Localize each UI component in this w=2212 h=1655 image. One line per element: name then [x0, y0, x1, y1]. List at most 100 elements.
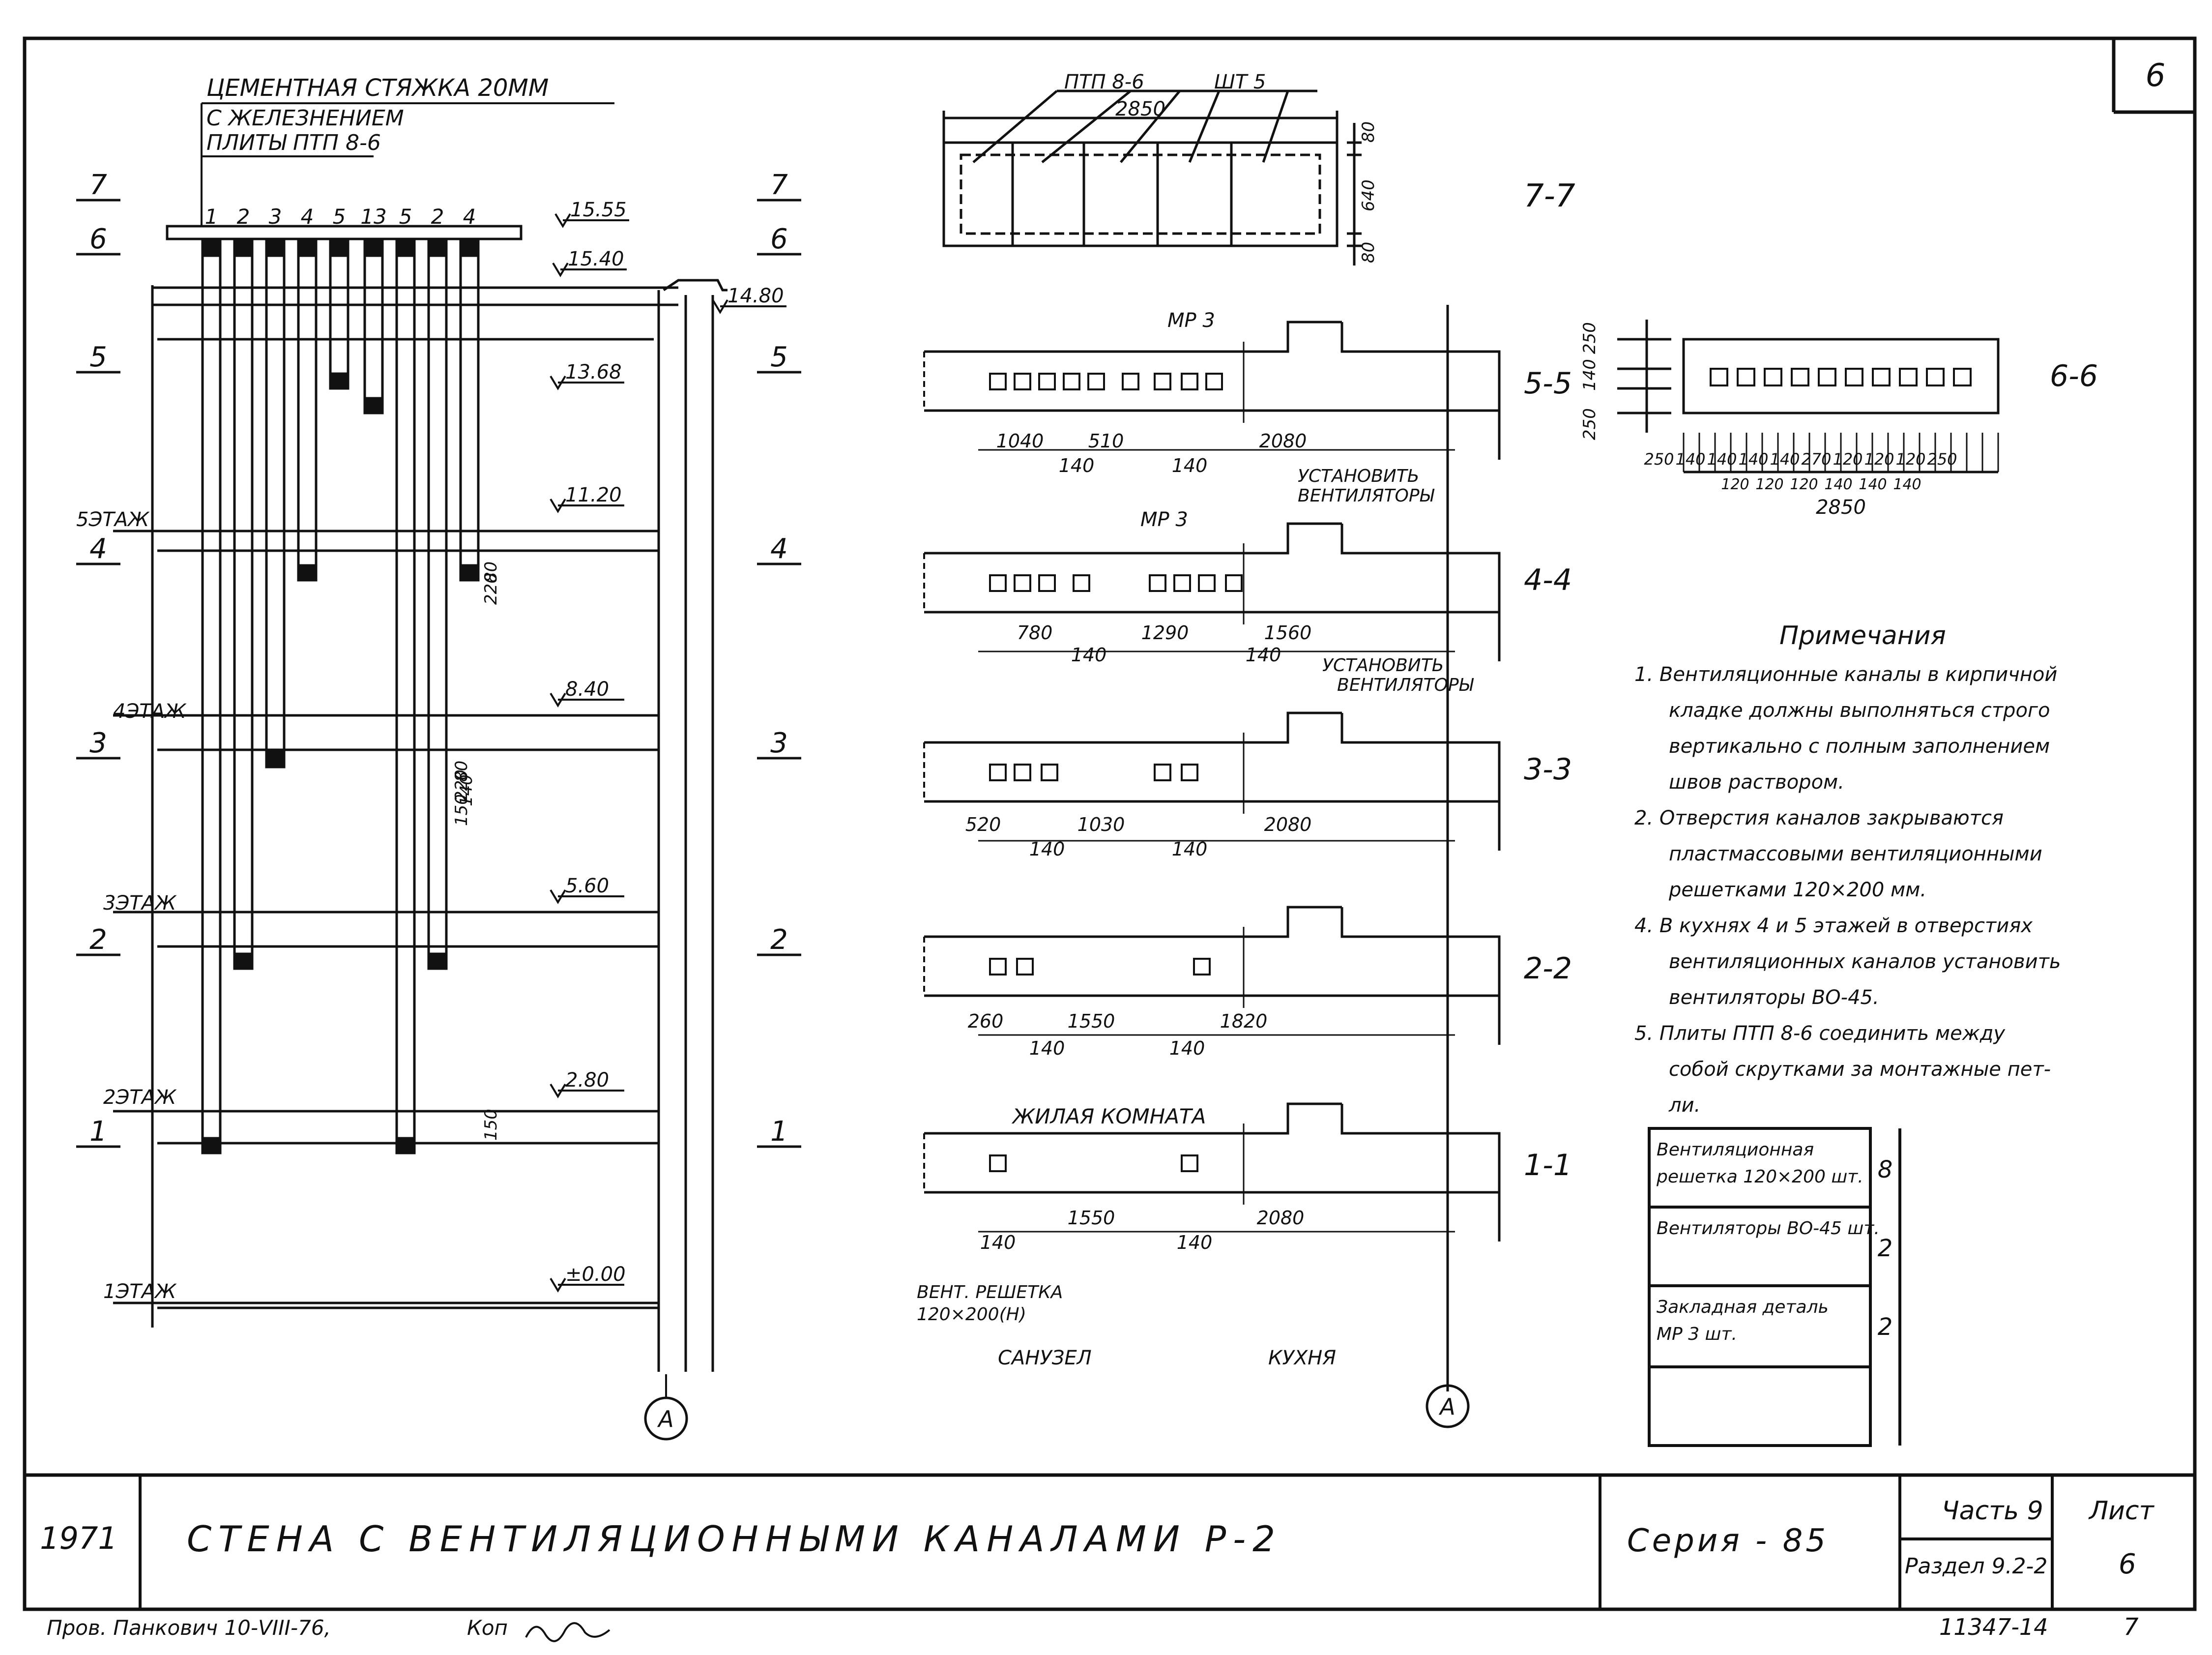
svg-text:220: 220 [481, 573, 501, 605]
vent-opening [1073, 574, 1090, 592]
section-dimension: 140 [980, 1232, 1016, 1253]
spec-item-name: Вентиляторы ВО-45 шт. [1657, 1218, 1880, 1239]
note-line: решетками 120×200 мм. [1668, 879, 1926, 901]
vent-channel-top [297, 239, 318, 257]
note-line: 4. В кухнях 4 и 5 этажей в отверстиях [1634, 915, 2033, 937]
footer-copy: Коп [467, 1616, 508, 1640]
level-mark-arrow [550, 889, 566, 904]
note-line: пластмассовыми вентиляционными [1669, 843, 2042, 865]
vent-opening [1016, 958, 1034, 975]
section-6-6-dim: 250 [1644, 450, 1674, 469]
vent-channel [201, 239, 222, 1154]
section-6-6-dim: 140 [1770, 450, 1800, 469]
section-6-6-vent [1791, 368, 1809, 386]
channel-number: 5 [333, 205, 346, 229]
level-mark: 14.80 [728, 285, 784, 307]
spec-item-qty: 8 [1878, 1156, 1893, 1183]
section-6-6-vents [1710, 368, 1972, 386]
level-mark-arrow [550, 1277, 566, 1293]
level-marks: 15.5515.4014.8013.6811.208.405.602.80±0.… [550, 199, 786, 1293]
section-mark-left: 5 [89, 341, 107, 373]
level-mark-arrow [550, 692, 566, 708]
section-mark-right: 1 [770, 1116, 788, 1148]
channel-number: 13 [360, 205, 386, 229]
vent-channel-top [459, 239, 480, 257]
vent-channel-opening [265, 751, 286, 768]
vent-channel-top [363, 239, 384, 257]
fans-label-4-4: ВЕНТИЛЯТОРЫ [1337, 675, 1474, 695]
channel-number: 2 [431, 205, 444, 229]
section-dimension: 1030 [1077, 814, 1125, 835]
vent-opening [989, 574, 1007, 592]
plan-7-7-label: ПТП 8-6 [1064, 71, 1144, 93]
note-line: кладке должны выполняться строго [1669, 699, 2050, 722]
floor-label-1: 1ЭТАЖ [103, 1280, 177, 1303]
level-mark-arrow [554, 213, 571, 228]
vent-opening [1087, 373, 1105, 390]
notes-text: 1. Вентиляционные каналы в кирпичнойклад… [1634, 663, 2061, 1117]
section-mark-right: 2 [770, 924, 788, 956]
vent-opening [1041, 764, 1058, 781]
section-dimension: 140 [1169, 1037, 1205, 1059]
plan-7-7-dim-top: 80 [1359, 121, 1378, 143]
section-dimension: 140 [1172, 838, 1208, 860]
section-6-6-dim: 120 [1790, 476, 1818, 493]
section-6-6-vent [1899, 368, 1918, 386]
vent-opening [1038, 373, 1056, 390]
vent-channel-group [201, 239, 480, 1154]
vent-opening [1181, 373, 1198, 390]
section-6-6-dim: 140 [1893, 476, 1921, 493]
vent-channel-top [329, 239, 349, 257]
section-dimension: 1820 [1220, 1010, 1268, 1032]
plan-7-7-count: ШТ 5 [1214, 71, 1266, 93]
vent-opening [989, 958, 1007, 975]
vent-opening [1198, 574, 1216, 592]
section-6-6-dim: 140 [1707, 450, 1737, 469]
section-6-6-dim: 140 [1675, 450, 1705, 469]
plan-7-7 [942, 89, 1362, 266]
plan-7-7-title: 7-7 [1524, 178, 1575, 214]
plan-7-7-width: 2850 [1115, 98, 1165, 120]
footer-doc-number: 11347-14 [1939, 1614, 2048, 1640]
vent-channel [459, 239, 480, 582]
vent-channel-opening [201, 1137, 222, 1154]
section-6-6-width: 2850 [1816, 496, 1866, 519]
section-title: 3-3 [1524, 752, 1572, 787]
level-mark: 2.80 [565, 1069, 609, 1092]
section-mark-left: 2 [89, 924, 107, 956]
note-line: 2. Отверстия каналов закрываются [1634, 807, 2004, 829]
title-series: Серия - 85 [1627, 1523, 1829, 1559]
vent-channel [329, 239, 349, 390]
floor-label-5: 5ЭТАЖ [76, 508, 150, 531]
living-room-label: ЖИЛАЯ КОМНАТА [1011, 1104, 1206, 1128]
install-label-4-4: УСТАНОВИТЬ [1322, 655, 1444, 676]
vent-channel-top [265, 239, 286, 257]
vent-opening [989, 1154, 1007, 1172]
vent-opening [1181, 1154, 1198, 1172]
section-title: 2-2 [1524, 951, 1572, 986]
vent-opening [1038, 574, 1056, 592]
spec-item-qty: 2 [1878, 1235, 1893, 1262]
channel-number: 5 [399, 205, 412, 229]
section-title: 5-5 [1524, 366, 1572, 401]
svg-text:80: 80 [452, 761, 471, 782]
title-sheet-label: Лист [2088, 1496, 2154, 1526]
vent-channel [233, 239, 254, 970]
svg-text:220: 220 [452, 769, 471, 801]
channel-number: 4 [301, 205, 314, 229]
elevation-lines [113, 225, 728, 1372]
section-dimension: 1040 [996, 430, 1044, 452]
section-mark-left: 3 [89, 727, 107, 759]
section-6-6-dim-left-mid: 140 [1580, 359, 1600, 391]
copier-signature [525, 1622, 611, 1642]
level-mark: 15.55 [570, 199, 627, 221]
install-label-5-5: УСТАНОВИТЬ [1298, 466, 1419, 486]
vent-opening [989, 373, 1007, 390]
section-dimension: 140 [1059, 455, 1095, 476]
